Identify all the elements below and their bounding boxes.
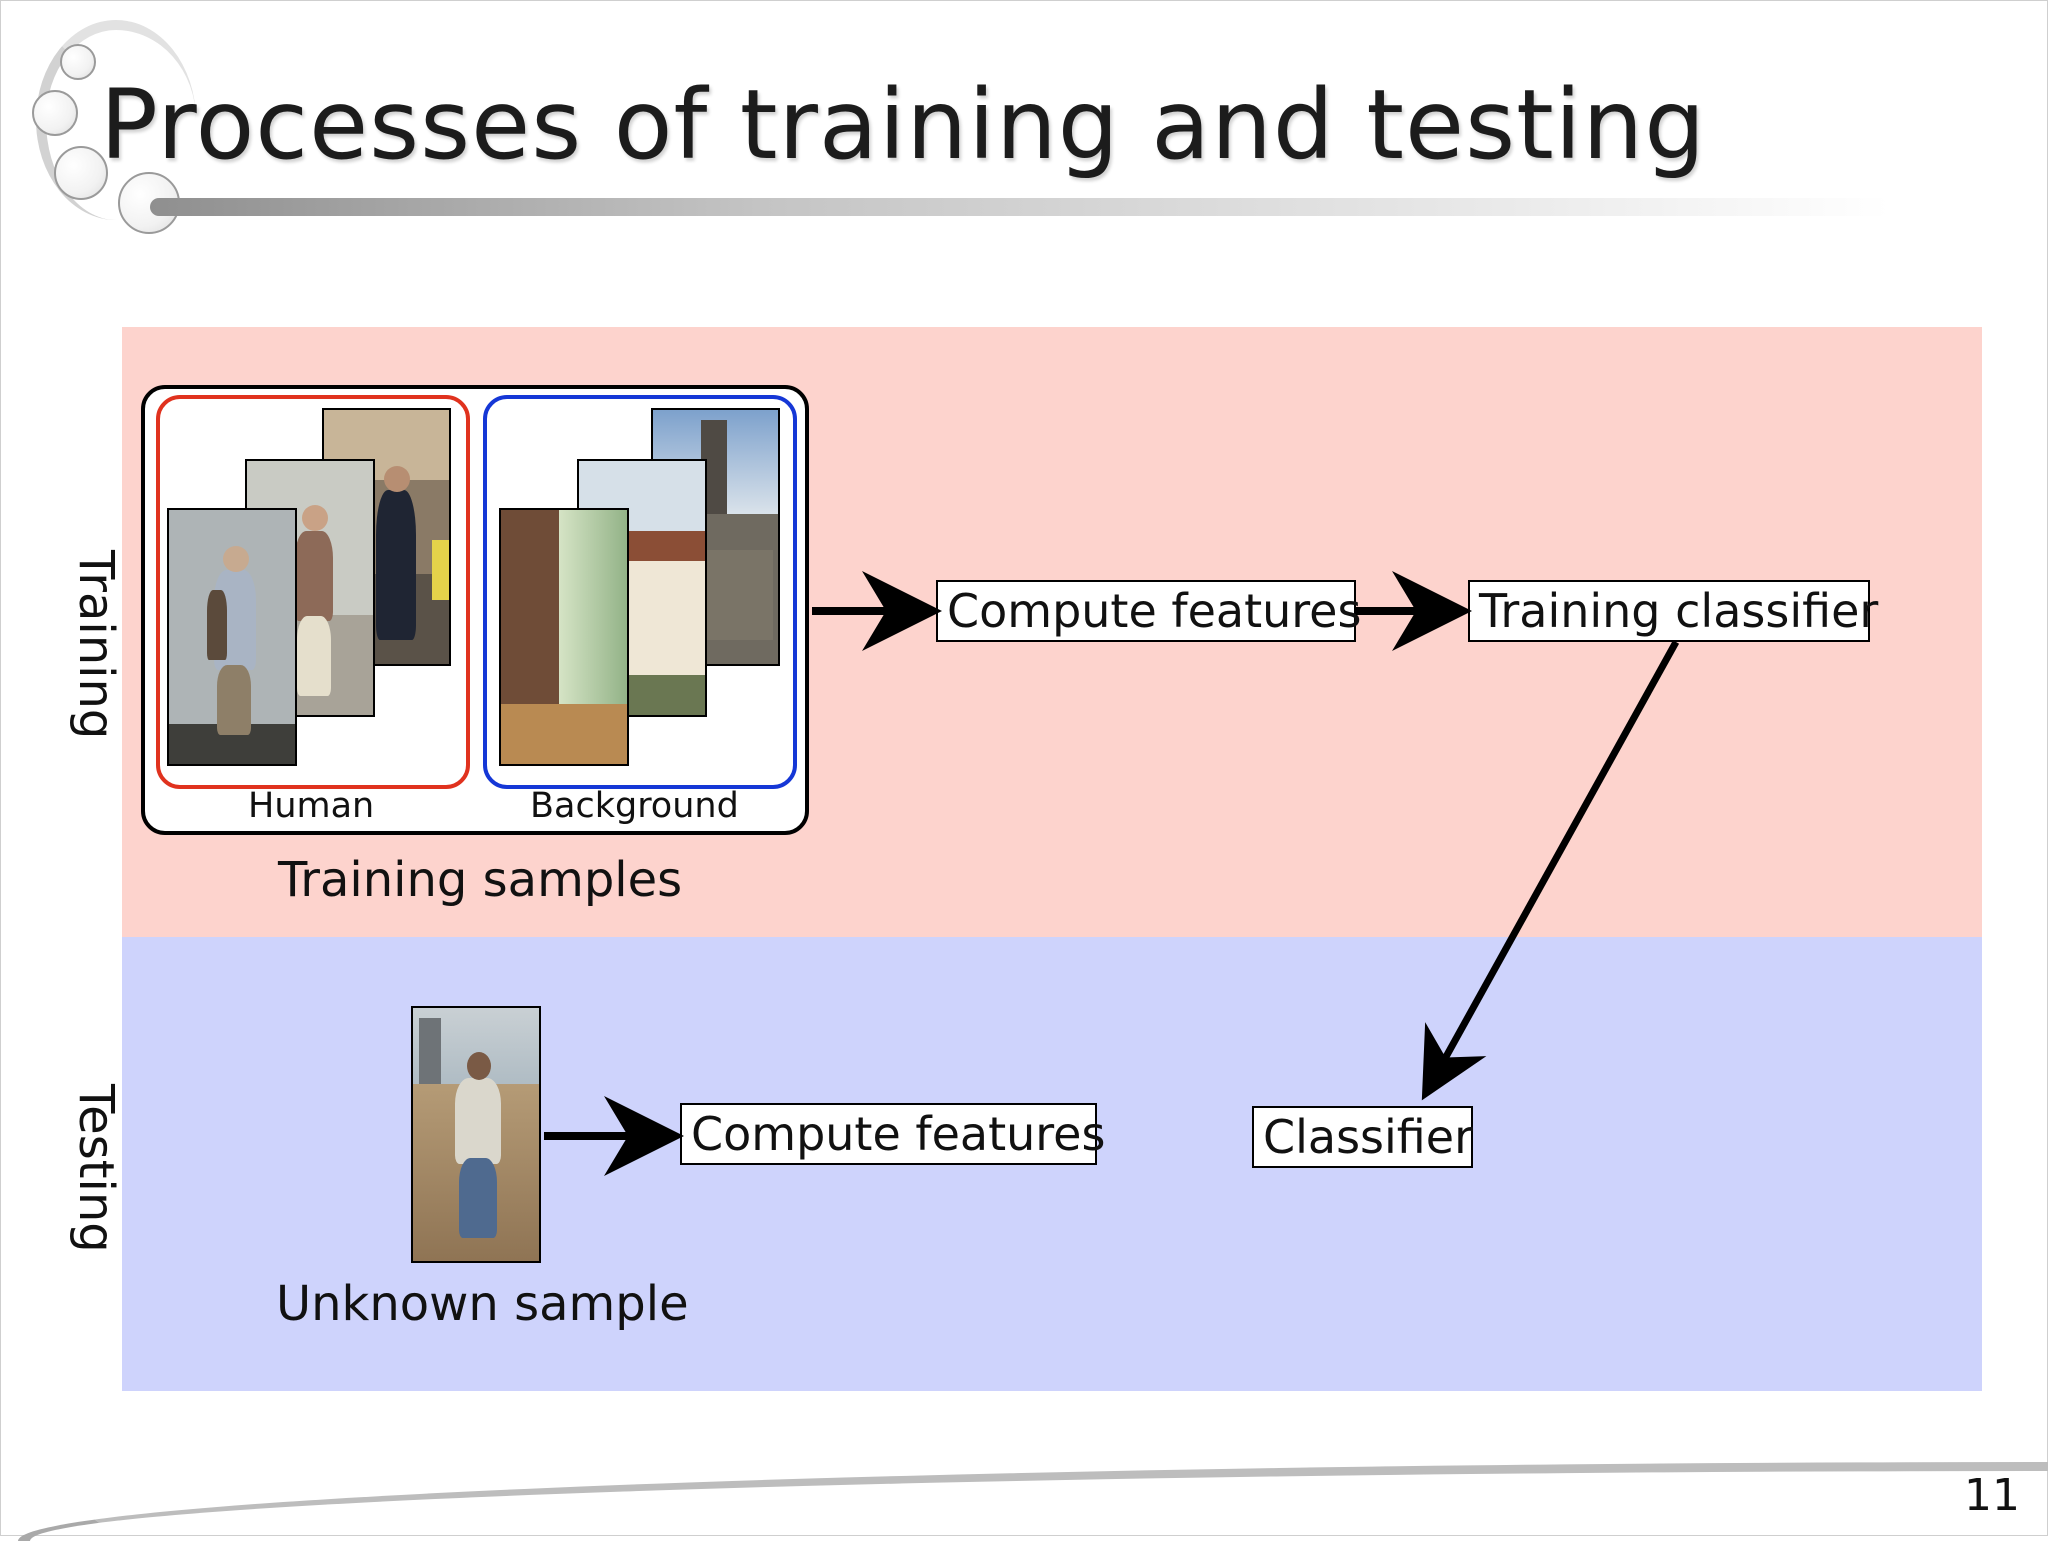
title-underline	[150, 198, 1890, 216]
decoration-circle-icon	[54, 146, 108, 200]
background-samples-group	[483, 395, 797, 789]
decoration-circle-icon	[32, 90, 78, 136]
background-sample-image	[499, 508, 629, 766]
compute-features-box-testing: Compute features	[680, 1103, 1105, 1165]
human-sample-image	[167, 508, 297, 766]
page-number: 11	[1964, 1470, 2020, 1521]
unknown-sample-image	[411, 1006, 541, 1263]
arrow-down-left-icon	[1421, 640, 1680, 1101]
training-classifier-box: Training classifier	[1468, 580, 1878, 642]
decoration-circle-icon	[60, 44, 96, 80]
unknown-sample-caption: Unknown sample	[276, 1276, 689, 1332]
slide-title: Processes of training and testing	[100, 69, 1707, 181]
background-label: Background	[530, 786, 739, 826]
human-label: Human	[248, 786, 375, 826]
human-samples-group	[156, 395, 470, 789]
classifier-box: Classifier	[1252, 1106, 1473, 1168]
training-samples-caption: Training samples	[278, 852, 683, 908]
